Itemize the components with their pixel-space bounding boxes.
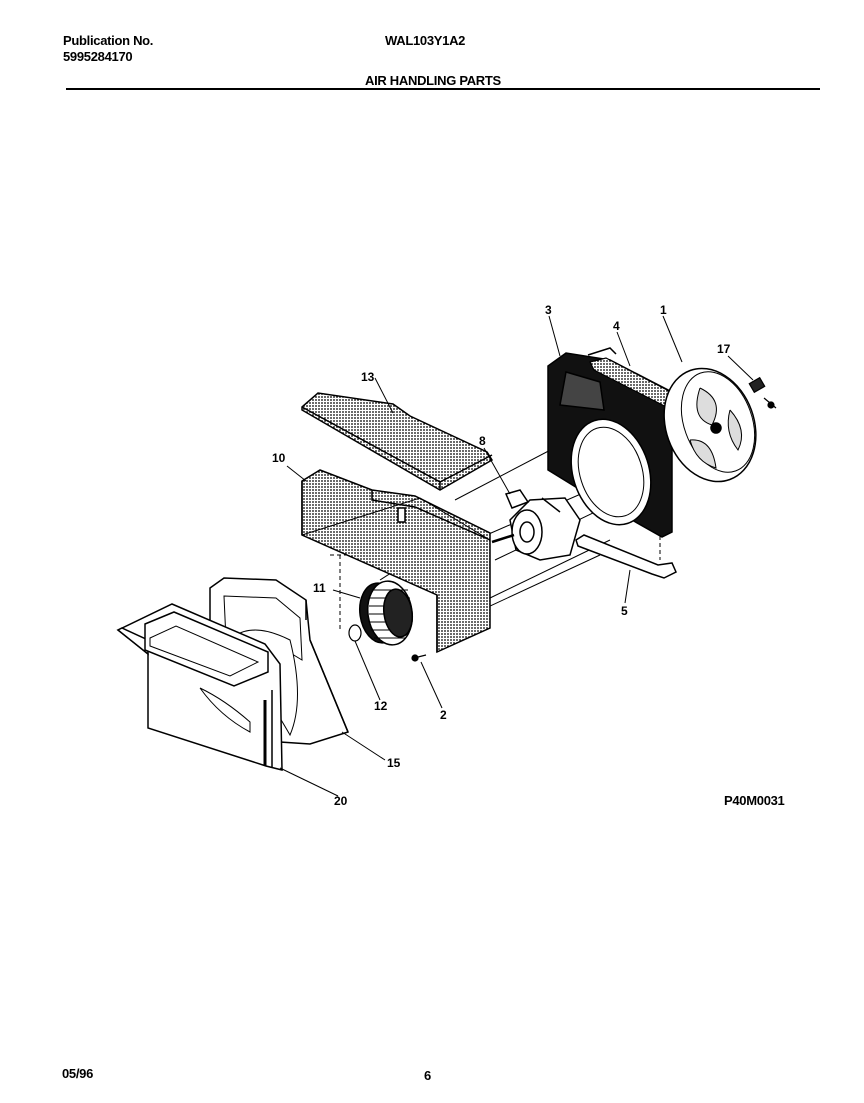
fan-clamp-part [748, 376, 777, 409]
orifice-panel-part [547, 347, 673, 538]
callout-13: 13 [361, 370, 375, 384]
header-rule [104, 88, 820, 90]
fan-blade-part [663, 367, 757, 483]
screw-part [411, 654, 427, 662]
figure-code: P40M0031 [724, 793, 785, 808]
callout-numbers: 3 4 1 17 13 8 10 11 5 12 2 15 20 [272, 303, 731, 808]
callout-5: 5 [621, 604, 628, 618]
blower-wheel-part [359, 580, 414, 646]
leader-lines [279, 315, 754, 797]
publication-number: 5995284170 [63, 49, 133, 64]
callout-12: 12 [374, 699, 388, 713]
callout-17: 17 [717, 342, 731, 356]
callout-4: 4 [613, 319, 620, 333]
motor-part [491, 489, 581, 561]
page-number: 6 [424, 1068, 431, 1083]
footer-date: 05/96 [62, 1066, 94, 1081]
callout-11: 11 [313, 581, 326, 595]
callout-20: 20 [334, 794, 348, 808]
blower-hub-part [348, 624, 362, 642]
callout-2: 2 [440, 708, 447, 722]
callout-8: 8 [479, 434, 486, 448]
header-rule-short [66, 88, 104, 90]
callout-3: 3 [545, 303, 552, 317]
publication-label: Publication No. [63, 33, 154, 48]
motor-bracket-part [575, 534, 677, 579]
scroll-housing-part [301, 469, 491, 654]
section-title: AIR HANDLING PARTS [365, 73, 501, 88]
front-panel-part [116, 603, 283, 771]
callout-1: 1 [660, 303, 667, 317]
filter-strip-part [301, 392, 494, 491]
callout-10: 10 [272, 451, 286, 465]
model-number: WAL103Y1A2 [385, 33, 466, 48]
callout-15: 15 [387, 756, 401, 770]
